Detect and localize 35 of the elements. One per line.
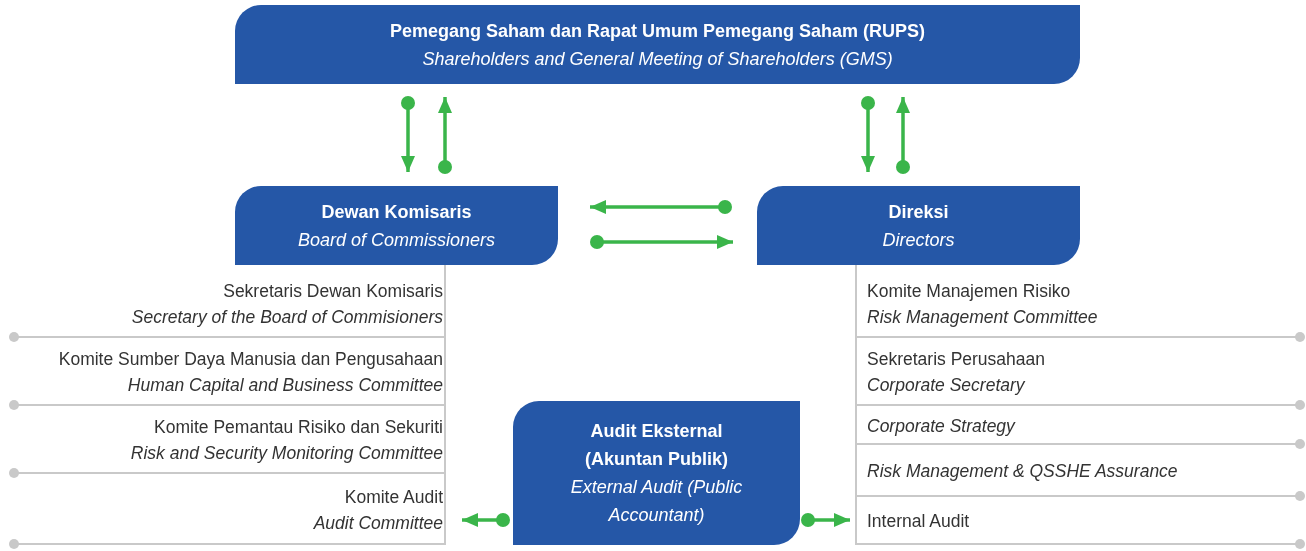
unit-label: Sekretaris Perusahaan bbox=[867, 348, 1046, 371]
box-subtitle: Board of Commissioners bbox=[297, 228, 496, 252]
unit-label: Komite Pemantau Risiko dan Sekuriti bbox=[154, 416, 443, 439]
org-box bbox=[757, 186, 1080, 265]
english-label: Corporate Strategy bbox=[867, 414, 1015, 438]
arrow bbox=[438, 97, 452, 174]
arrow bbox=[896, 97, 910, 174]
arrow bbox=[861, 96, 875, 172]
box-title: Dewan Komisaris bbox=[321, 200, 472, 224]
unit-label: Komite Audit bbox=[344, 486, 443, 509]
arrow bbox=[401, 96, 415, 172]
box-title: Audit Eksternal (Akuntan Publik) bbox=[584, 420, 729, 471]
org-box bbox=[235, 5, 1080, 84]
org-box bbox=[235, 186, 558, 265]
unit-label: Internal Audit bbox=[867, 510, 970, 533]
arrow bbox=[462, 513, 510, 527]
box-subtitle: External Audit (Public Accountant) bbox=[569, 476, 744, 527]
unit-label: Komite Manajemen Risiko bbox=[867, 280, 1071, 303]
english-label: Risk and Security Monitoring Committee bbox=[130, 442, 443, 465]
box-title: Direksi bbox=[888, 200, 949, 224]
unit-label: Sekretaris Dewan Komisaris bbox=[223, 280, 443, 303]
box-subtitle: Shareholders and General Meeting of Shareholders (GMS) bbox=[422, 47, 893, 71]
box-subtitle: Directors bbox=[882, 228, 955, 252]
english-label: Risk Management & QSSHE Assurance bbox=[867, 460, 1178, 483]
arrow bbox=[590, 200, 732, 214]
english-label: Audit Committee bbox=[313, 512, 443, 535]
english-label: Corporate Secretary bbox=[867, 374, 1025, 397]
english-label: Risk Management Committee bbox=[867, 306, 1098, 329]
arrow bbox=[590, 235, 733, 249]
arrow bbox=[801, 513, 850, 527]
english-label: Human Capital and Business Committee bbox=[127, 374, 443, 397]
unit-label: Komite Sumber Daya Manusia dan Pengusahaan bbox=[58, 348, 443, 371]
box-title: Pemegang Saham dan Rapat Umum Pemegang Saham (RUPS) bbox=[389, 19, 926, 43]
english-label: Secretary of the Board of Commisioners bbox=[131, 306, 443, 329]
org-box bbox=[513, 401, 800, 545]
